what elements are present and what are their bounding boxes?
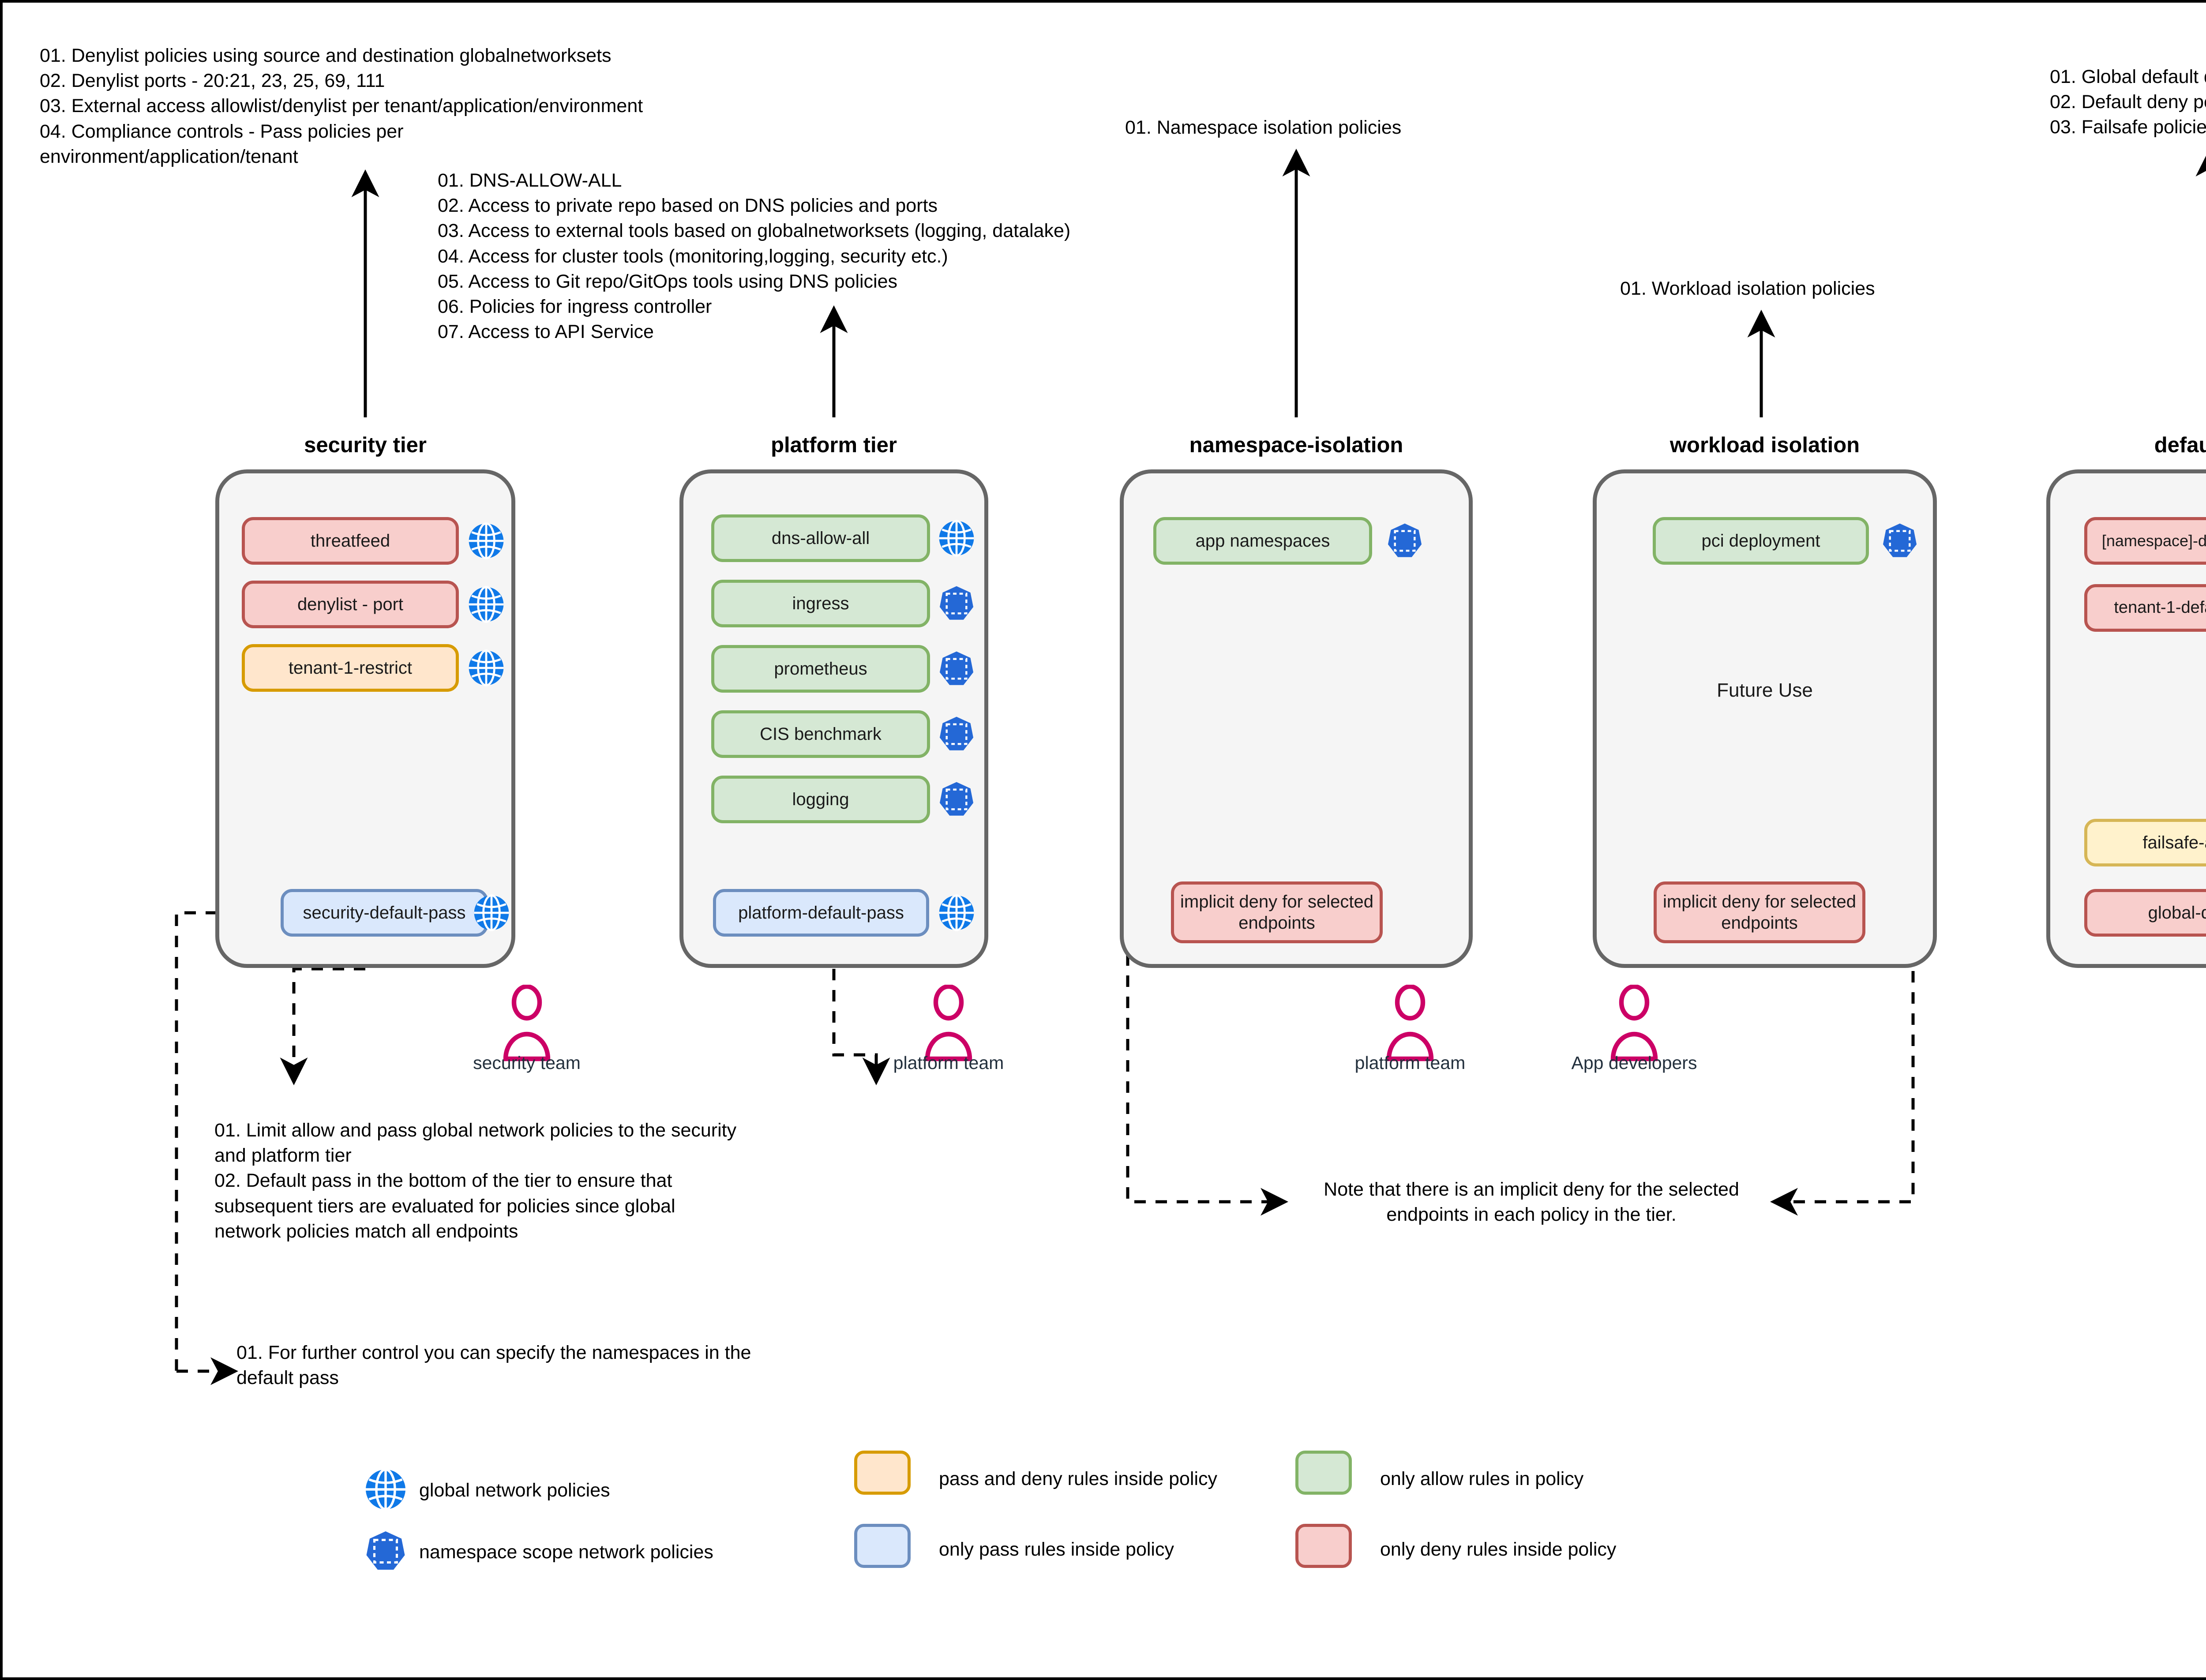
avatar-platform-team xyxy=(922,984,975,1065)
tier-title-namespace-isolation: namespace-isolation xyxy=(1189,433,1403,457)
globe-icon xyxy=(473,894,510,934)
tier-title-platform: platform tier xyxy=(771,433,897,457)
namespace-scope-icon xyxy=(938,650,975,690)
globe-icon xyxy=(468,586,505,625)
note-platform-tier: 01. DNS-ALLOW-ALL 02. Access to private … xyxy=(438,170,1071,343)
globe-icon xyxy=(938,894,975,934)
policy-implicit-deny-namespace-isolation[interactable]: implicit deny for selected endpoints xyxy=(1171,881,1383,943)
tier-title-workload-isolation: workload isolation xyxy=(1670,433,1860,457)
policy-tenant-1-default-deny[interactable]: tenant-1-default-deny xyxy=(2084,584,2206,632)
policy-dns-allow-all[interactable]: dns-allow-all xyxy=(711,514,930,562)
note-namespace-isolation: 01. Namespace isolation policies xyxy=(1125,117,1402,138)
policy-global-deny[interactable]: global-deny xyxy=(2084,889,2206,937)
actor-label-platform-team-2: platform team xyxy=(1354,1053,1466,1073)
wire-security-tier-to-notes xyxy=(280,967,365,1085)
globe-icon xyxy=(938,520,975,559)
note-implicit-deny: Note that there is an implicit deny for … xyxy=(1324,1179,1739,1226)
policy-logging[interactable]: logging xyxy=(711,776,930,823)
note-security-tier: 01. Denylist policies using source and d… xyxy=(40,45,643,167)
actor-label-app-developers: App developers xyxy=(1571,1053,1697,1073)
legend-swatch-only-pass-rules xyxy=(854,1524,911,1568)
namespace-scope-icon xyxy=(1386,522,1423,562)
legend-label-pass-and-deny-rules: pass and deny rules inside policy xyxy=(939,1468,1218,1489)
globe-icon xyxy=(364,1468,407,1513)
legend-label-only-deny-rules: only deny rules inside policy xyxy=(1380,1539,1617,1560)
policy-namespace-default-deny[interactable]: [namespace]-default-deny xyxy=(2084,517,2206,565)
policy-pci-deployment[interactable]: pci deployment xyxy=(1653,517,1869,565)
namespace-scope-icon xyxy=(938,716,975,755)
policy-security-default-pass[interactable]: security-default-pass xyxy=(281,889,488,937)
policy-denylist-port[interactable]: denylist - port xyxy=(242,581,459,628)
note-workload-isolation: 01. Workload isolation policies xyxy=(1620,278,1875,299)
namespace-scope-icon xyxy=(364,1530,407,1575)
legend-label-only-allow-rules: only allow rules in policy xyxy=(1380,1468,1584,1489)
policy-app-namespaces[interactable]: app namespaces xyxy=(1153,517,1372,565)
note-default-tier: 01. Global default deny 02. Default deny… xyxy=(2050,66,2206,138)
globe-icon xyxy=(468,649,505,689)
policy-ingress[interactable]: ingress xyxy=(711,580,930,627)
avatar-platform-team-2 xyxy=(1384,984,1437,1065)
namespace-scope-icon xyxy=(1881,522,1918,562)
policy-threatfeed[interactable]: threatfeed xyxy=(242,517,459,565)
actor-label-security-team: security team xyxy=(473,1053,581,1073)
avatar-security-team xyxy=(500,984,553,1065)
legend-swatch-only-allow-rules xyxy=(1295,1451,1352,1495)
policy-cis-benchmark[interactable]: CIS benchmark xyxy=(711,710,930,758)
globe-icon xyxy=(468,522,505,562)
legend-swatch-only-deny-rules xyxy=(1295,1524,1352,1568)
policy-implicit-deny-workload-isolation[interactable]: implicit deny for selected endpoints xyxy=(1654,881,1865,943)
policy-prometheus[interactable]: prometheus xyxy=(711,645,930,693)
policy-failsafe-allow[interactable]: failsafe-allow xyxy=(2084,819,2206,866)
namespace-scope-icon xyxy=(938,781,975,820)
legend-label-only-pass-rules: only pass rules inside policy xyxy=(939,1539,1174,1560)
policy-platform-default-pass[interactable]: platform-default-pass xyxy=(713,889,929,937)
namespace-scope-icon xyxy=(938,585,975,624)
legend-label-global-network-policies: global network policies xyxy=(419,1480,610,1501)
actor-label-platform-team: platform team xyxy=(893,1053,1004,1073)
workload-isolation-body-text: Future Use xyxy=(1717,679,1813,701)
note-bottom-left-rules: 01. Limit allow and pass global network … xyxy=(214,1120,737,1242)
policy-tenant-1-restrict[interactable]: tenant-1-restrict xyxy=(242,644,459,692)
tier-title-default: default tier xyxy=(2154,433,2206,457)
legend-swatch-pass-and-deny-rules xyxy=(854,1451,911,1495)
avatar-app-developers xyxy=(1608,984,1661,1065)
note-bottom-left-default-pass: 01. For further control you can specify … xyxy=(236,1342,751,1389)
legend-label-namespace-scope-network-policies: namespace scope network policies xyxy=(419,1541,713,1563)
tier-title-security: security tier xyxy=(304,433,427,457)
